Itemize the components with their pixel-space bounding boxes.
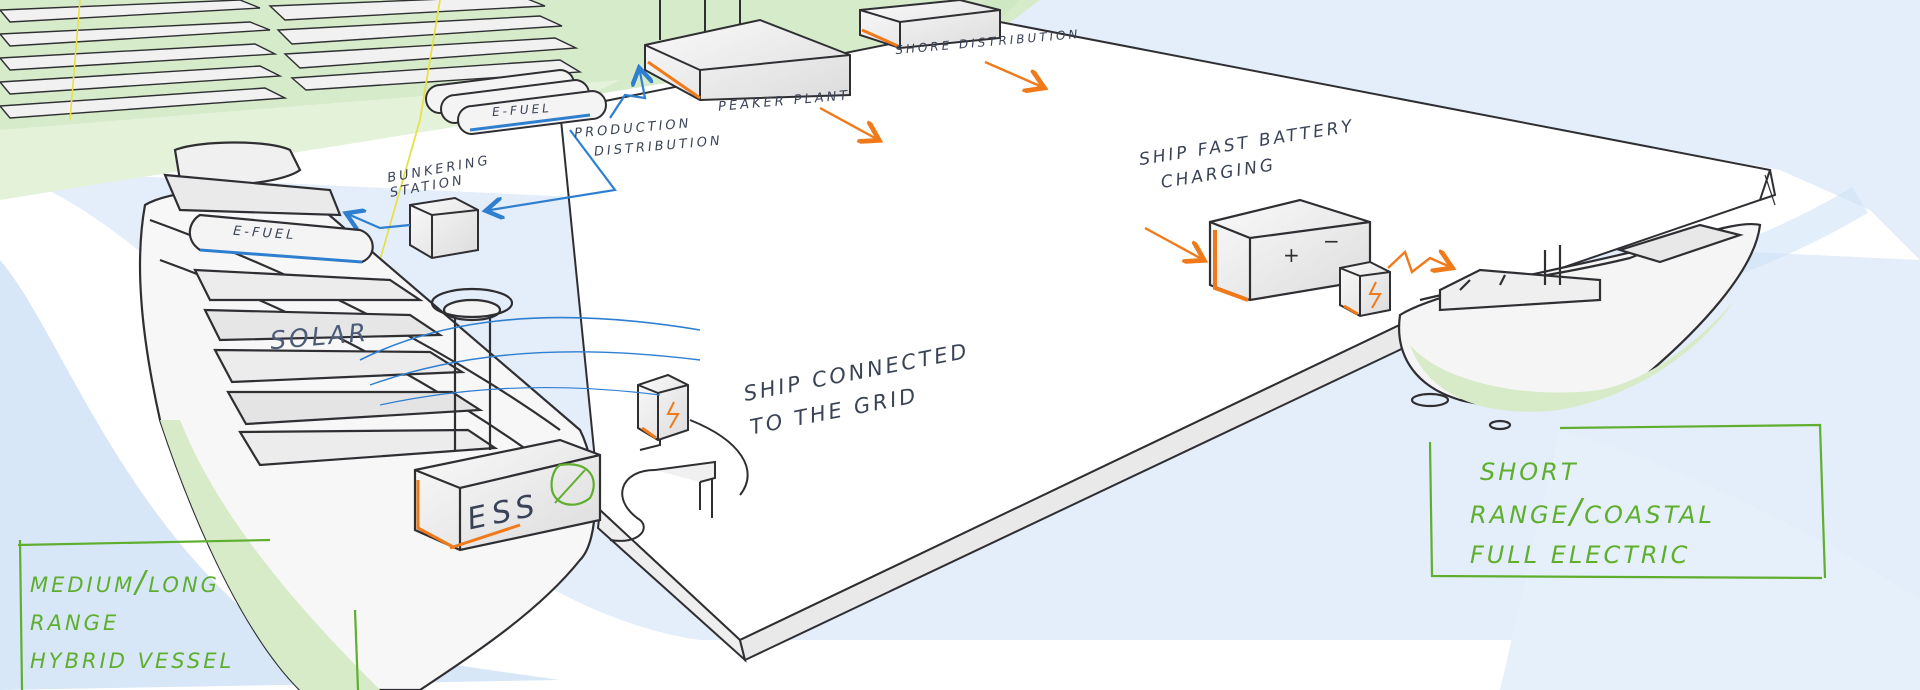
grid-charger — [609, 373, 749, 542]
medium-range-word-medium: Medium — [30, 573, 136, 597]
medium-range-word-long: Long — [148, 573, 220, 597]
electric-vessel — [1398, 222, 1762, 431]
battery-plus-symbol: + — [1283, 243, 1300, 267]
short-range-word-coastal: Coastal — [1584, 501, 1715, 529]
short-range-slash: / — [1569, 492, 1585, 532]
medium-range-slash: / — [135, 565, 149, 600]
short-range-word-range: Range — [1470, 501, 1570, 529]
short-range-line2: Range/Coastal — [1470, 492, 1715, 535]
medium-range-label: Medium/Long Range Hybrid Vessel — [30, 564, 234, 680]
medium-range-line1: Medium/Long — [30, 564, 234, 604]
power-flow-arrows — [819, 60, 1448, 274]
short-range-line3: Full Electric — [1470, 541, 1691, 569]
medium-range-line2: Range — [30, 611, 120, 635]
battery-minus-symbol: − — [1323, 229, 1340, 253]
bunkering-station — [409, 196, 479, 260]
shore-distribution-building — [859, 0, 1001, 50]
hybrid-vessel — [138, 141, 701, 690]
charger-unit — [1339, 260, 1391, 318]
fuel-flow-arrows — [350, 72, 645, 228]
efuel-tanks — [425, 68, 607, 136]
short-range-label: Short Range/Coastal Full Electric — [1470, 452, 1715, 575]
medium-range-line3: Hybrid Vessel — [30, 649, 235, 673]
solar-field — [0, 0, 583, 401]
quay-platform — [558, 20, 1777, 663]
vessel-label-frames — [17, 423, 1827, 690]
short-range-line1: Short — [1480, 458, 1579, 486]
